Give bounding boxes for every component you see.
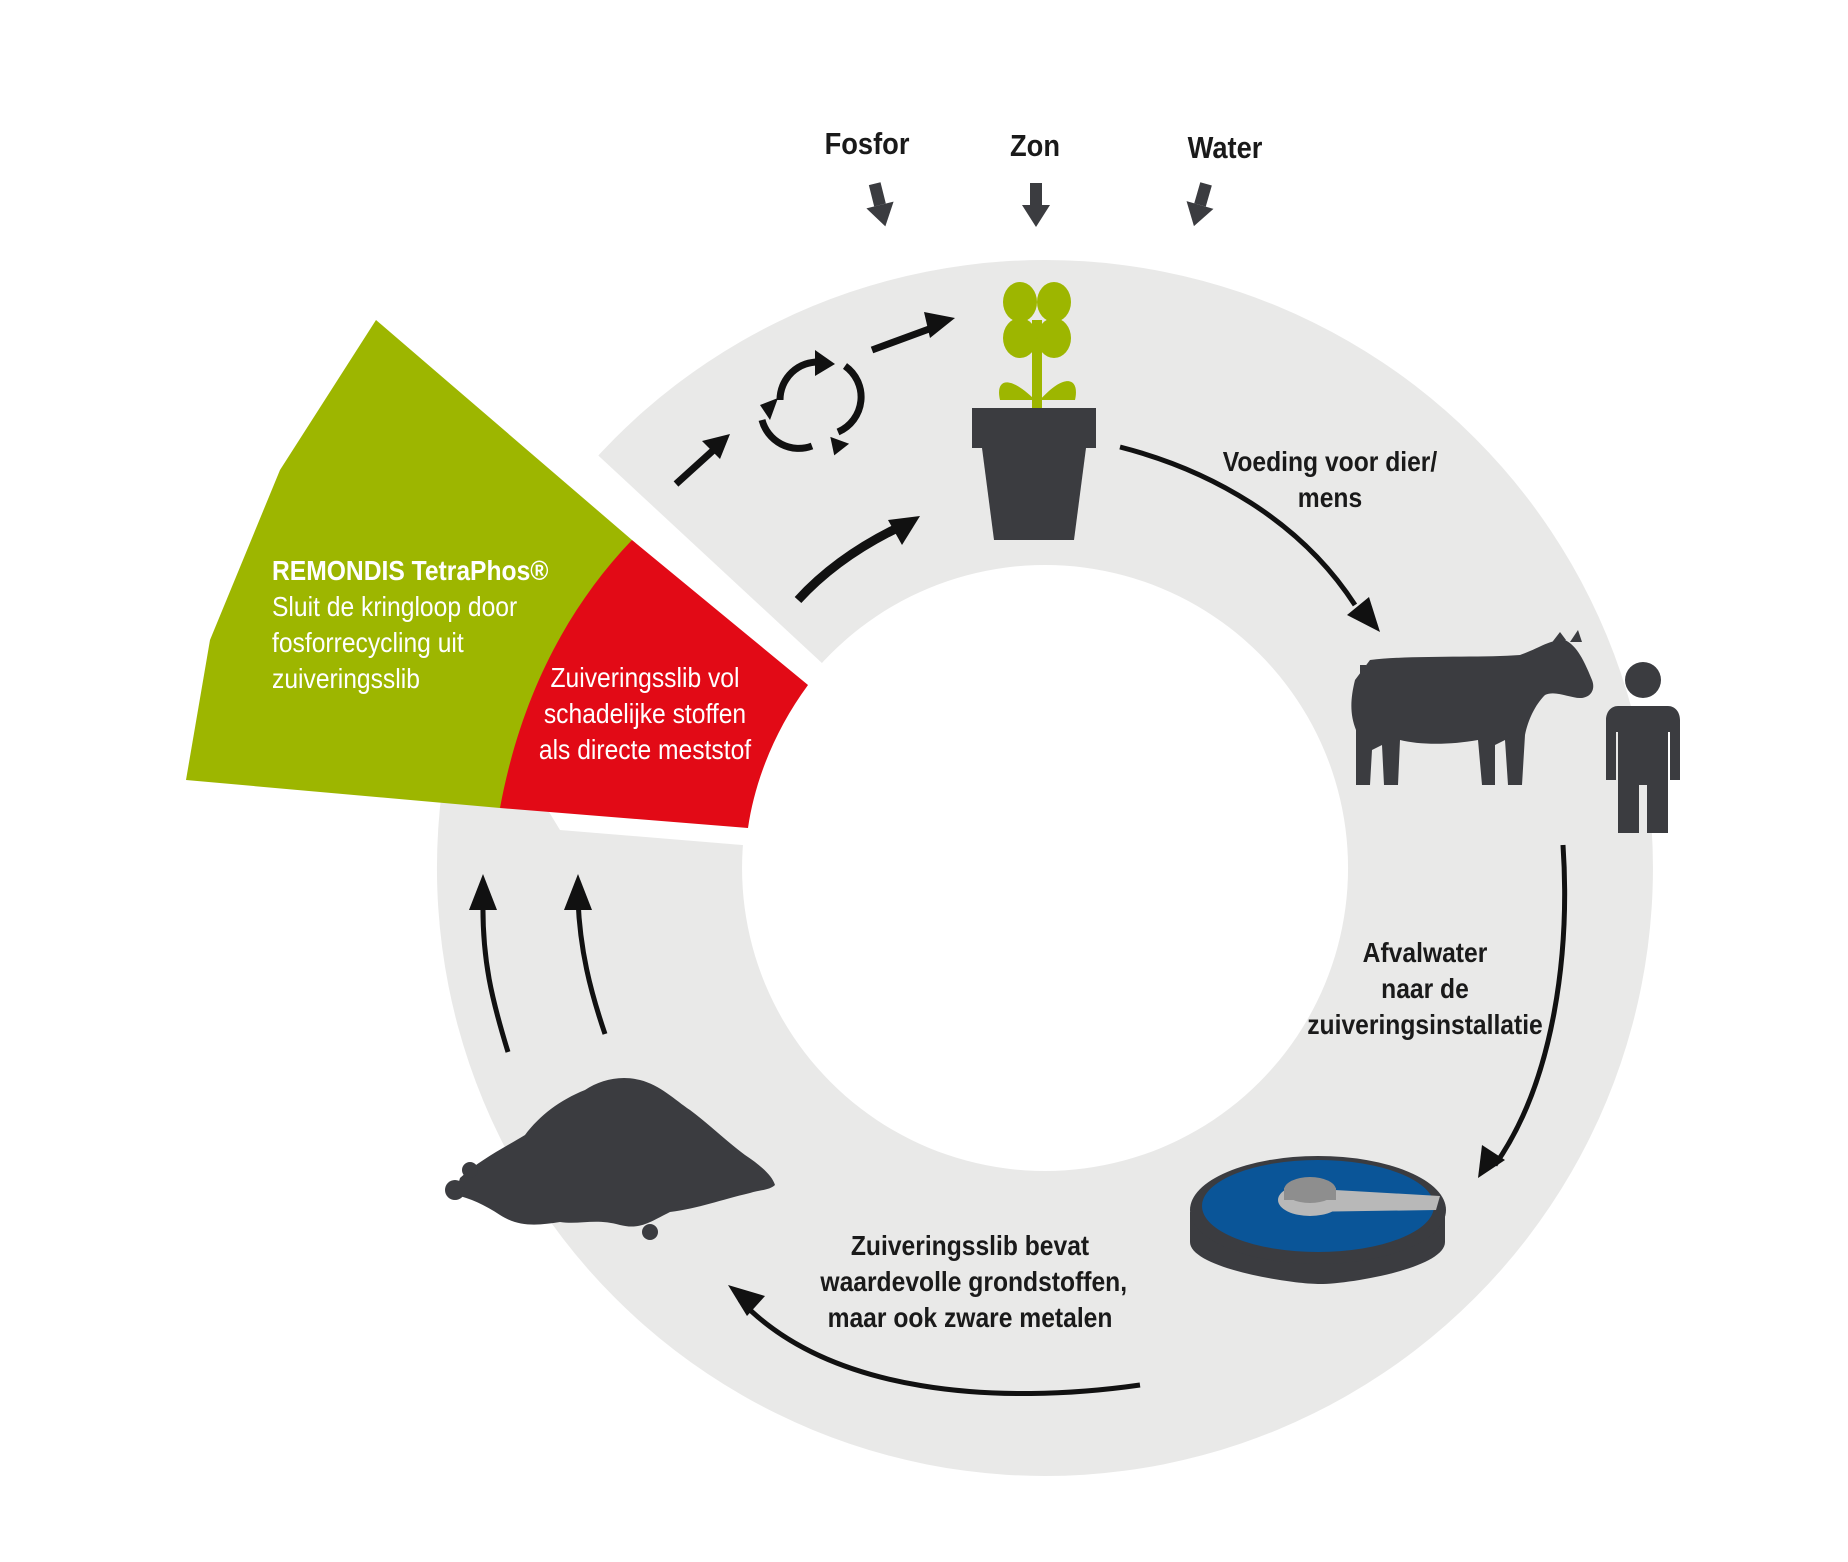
- label-food: Voeding voor dier/ mens: [1222, 446, 1438, 513]
- input-label-phosphor: Fosfor: [824, 126, 910, 161]
- label-sludge: Zuiveringsslib bevat waardevolle grondst…: [820, 1230, 1128, 1333]
- sludge-pile-icon: [445, 1078, 775, 1240]
- arrow-to-wastewater: [1492, 844, 1568, 1167]
- flower-pot-icon: [972, 282, 1096, 540]
- tetraphos-text: REMONDIS TetraPhos® Sluit de kringloop d…: [272, 555, 549, 694]
- arrow-to-sludge: [738, 1298, 1141, 1397]
- arrow-to-recycle: [673, 443, 721, 487]
- arrow-to-food: [1119, 444, 1358, 607]
- tetraphos-title: REMONDIS TetraPhos®: [272, 555, 549, 586]
- tetraphos-sector: [186, 320, 632, 808]
- recycle-icon: [758, 350, 865, 456]
- water-arrow-icon: [1186, 182, 1214, 227]
- input-label-water: Water: [1187, 130, 1263, 165]
- label-wastewater: Afvalwater naar de zuiveringsinstallatie: [1307, 937, 1543, 1040]
- arrow-heads: [469, 312, 1505, 1316]
- direct-fertilizer-text: Zuiveringsslib vol schadelijke stoffen a…: [538, 662, 752, 765]
- sun-arrow-icon: [1022, 183, 1050, 227]
- input-arrows: [866, 182, 1214, 227]
- arrow-sludge-up-2: [575, 899, 608, 1035]
- treatment-basin-icon: [1190, 1156, 1446, 1284]
- arrow-sludge-up-1: [480, 899, 511, 1053]
- direct-fertilizer-sector: [500, 540, 808, 828]
- cow-icon: [1351, 630, 1594, 785]
- input-label-sun: Zon: [1010, 128, 1060, 163]
- phosphor-arrow-icon: [866, 182, 894, 227]
- person-icon: [1606, 662, 1680, 833]
